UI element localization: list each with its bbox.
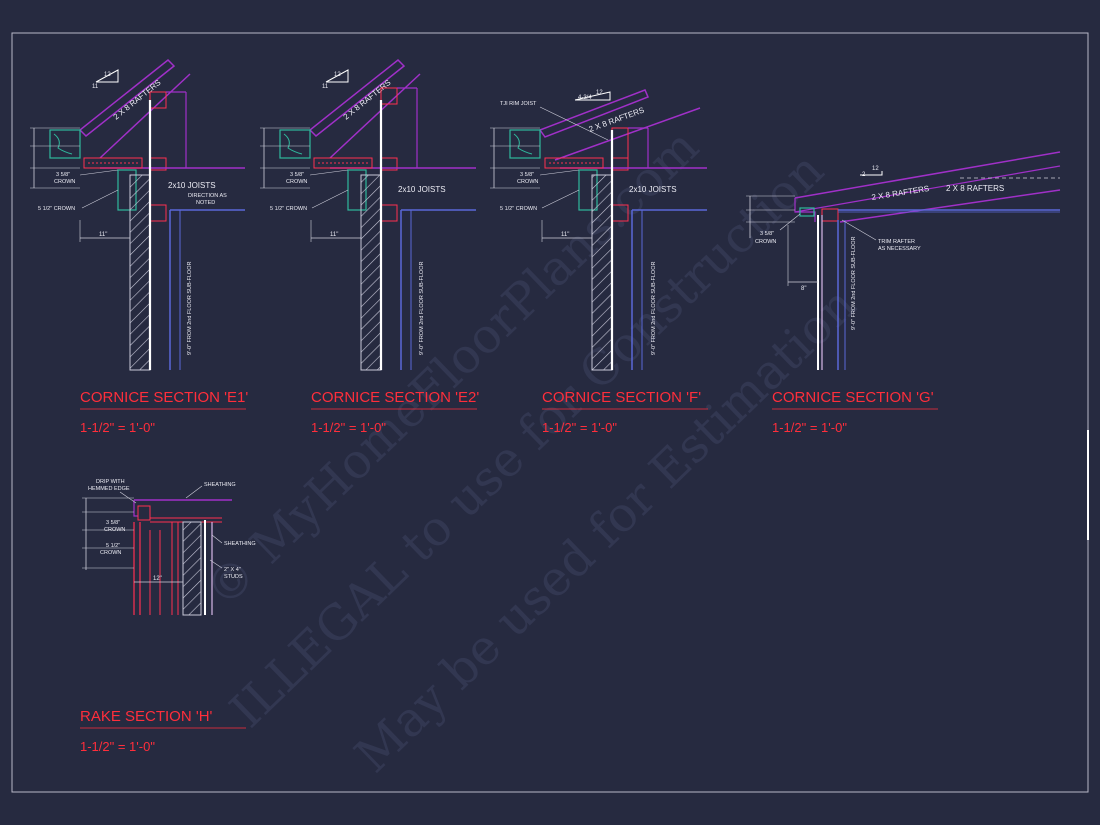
watermark-line-2: ILLEGAL to use for Construction [219, 142, 834, 739]
g-trim-note-1: TRIM RAFTER [878, 239, 915, 245]
watermark: © MyHomeFloorPlans.com ILLEGAL to use fo… [194, 119, 866, 784]
detail-cornice-f: 2 X 8 RAFTERS 12 4-3/4 TJI RIM JOIST 2x1… [490, 89, 708, 435]
detail-cornice-e2: 2 X 8 RAFTERS 12 11 2x10 JOISTS 9'-0" FR… [260, 58, 479, 435]
h-crown-small-1: 3 5/8" [106, 520, 120, 526]
h-sheathing-top: SHEATHING [204, 482, 236, 488]
e2-joist-label: 2x10 JOISTS [398, 185, 446, 194]
f-crown-large: 5 1/2" CROWN [500, 206, 537, 212]
h-studs-2: STUDS [224, 574, 243, 580]
g-trim-note-2: AS NECESSARY [878, 246, 921, 252]
e1-ceiling-note: 9'-0" FROM 2nd FLOOR SUB-FLOOR [187, 262, 193, 355]
f-joist-label: 2x10 JOISTS [629, 185, 677, 194]
e2-title: CORNICE SECTION 'E2' [311, 389, 479, 406]
f-pitch-run: 4-3/4 [578, 95, 592, 101]
e2-crown-large: 5 1/2" CROWN [270, 206, 307, 212]
e1-crown-large: 5 1/2" CROWN [38, 206, 75, 212]
e1-joist-note-2: NOTED [196, 200, 215, 206]
e2-scale: 1-1/2" = 1'-0" [311, 420, 386, 435]
h-scale: 1-1/2" = 1'-0" [80, 739, 155, 754]
detail-cornice-e1: 2 X 8 RAFTERS 12 11 2x10 JOISTS DIRECTIO… [30, 58, 248, 435]
f-overhang-dim: 11" [561, 232, 569, 238]
e1-scale: 1-1/2" = 1'-0" [80, 420, 155, 435]
g-title: CORNICE SECTION 'G' [772, 389, 934, 406]
f-scale: 1-1/2" = 1'-0" [542, 420, 617, 435]
g-crown-small-2: CROWN [755, 239, 776, 245]
f-crown-small-1: 3 5/8" [520, 172, 534, 178]
e1-crown-small-2: CROWN [54, 179, 75, 185]
h-crown-small-2: CROWN [104, 527, 125, 533]
e2-overhang-dim: 11" [330, 232, 338, 238]
e1-overhang-dim: 11" [99, 232, 107, 238]
f-rim-label: TJI RIM JOIST [500, 101, 537, 107]
e2-pitch-rise: 12 [334, 72, 341, 78]
g-crown-small-1: 3 5/8" [760, 231, 774, 237]
e1-crown-small-1: 3 5/8" [56, 172, 70, 178]
e2-ceiling-note: 9'-0" FROM 2nd FLOOR SUB-FLOOR [419, 262, 425, 355]
e1-joist-note-1: DIRECTION AS [188, 193, 227, 199]
g-rafter-label: 2 X 8 RAFTERS [871, 184, 930, 202]
h-drip-1: DRIP WITH [96, 479, 125, 485]
e2-pitch-run: 11 [322, 84, 329, 90]
g-ceiling-note: 9'-0" FROM 2nd FLOOR SUB-FLOOR [851, 237, 857, 330]
g-pitch-rise: 12 [872, 166, 879, 172]
e1-joist-label: 2x10 JOISTS [168, 181, 216, 190]
g-scale: 1-1/2" = 1'-0" [772, 420, 847, 435]
sheet-border [11, 32, 1089, 793]
h-crown-large-2: CROWN [100, 550, 121, 556]
f-title: CORNICE SECTION 'F' [542, 389, 701, 406]
h-studs-1: 2" X 4" [224, 567, 241, 573]
f-ceiling-note: 9'-0" FROM 2nd FLOOR SUB-FLOOR [651, 262, 657, 355]
g-rafter-label-2: 2 X 8 RAFTERS [946, 184, 1004, 193]
h-title: RAKE SECTION 'H' [80, 708, 213, 725]
e2-crown-small-1: 3 5/8" [290, 172, 304, 178]
f-crown-small-2: CROWN [517, 179, 538, 185]
e2-crown-small-2: CROWN [286, 179, 307, 185]
h-overhang-dim: 12" [153, 576, 162, 582]
f-pitch-rise: 12 [596, 90, 603, 96]
e1-title: CORNICE SECTION 'E1' [80, 389, 248, 406]
e1-pitch-rise: 12 [104, 72, 111, 78]
g-pitch-run: 2 [862, 172, 866, 178]
e1-pitch-run: 11 [92, 84, 99, 90]
g-overhang-dim: 8" [801, 286, 806, 292]
detail-rake-h: 12" DRIP WITH HEMMED EDGE SHEATHING 3 5/… [80, 479, 256, 754]
h-sheathing-side: SHEATHING [224, 541, 256, 547]
h-crown-large-1: 5 1/2" [106, 543, 120, 549]
h-drip-2: HEMMED EDGE [88, 486, 130, 492]
